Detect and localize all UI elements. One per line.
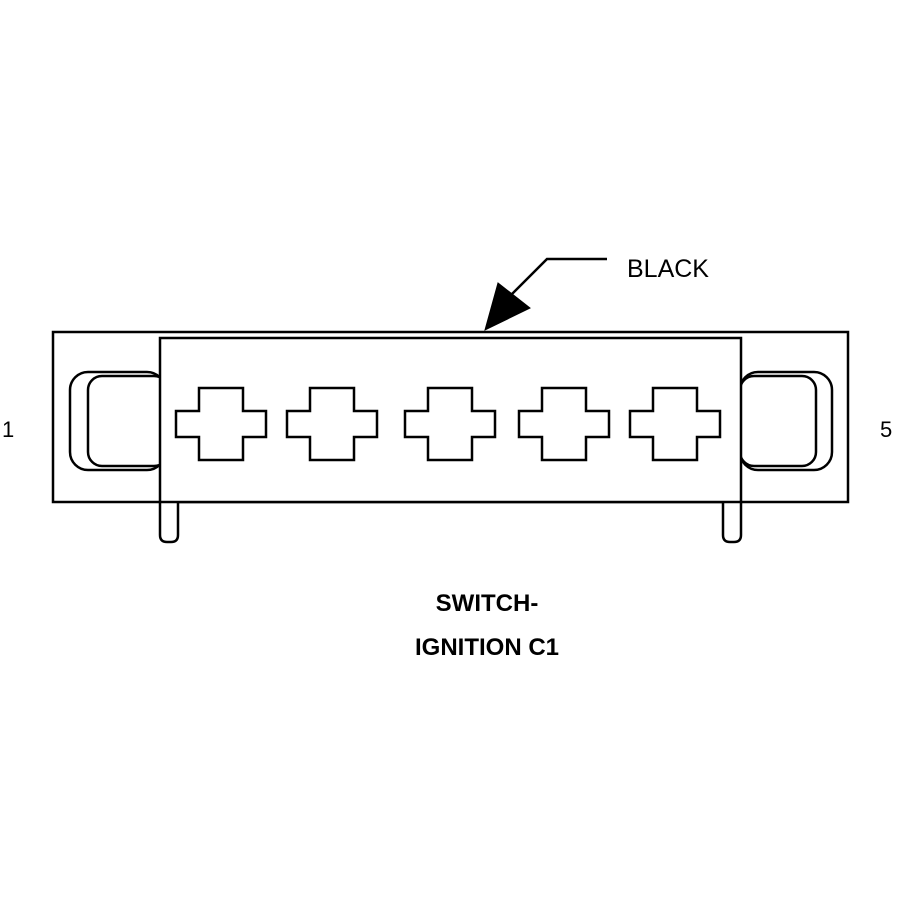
- color-pointer: [484, 257, 607, 331]
- terminal-cavity-1: [174, 386, 268, 462]
- terminal-cavity-2: [285, 386, 379, 462]
- pointer-arrowhead: [484, 282, 531, 331]
- terminal-cavity-4: [517, 386, 611, 462]
- right-latch: [738, 370, 834, 472]
- terminal-cavity-3: [403, 386, 497, 462]
- right-mounting-pin: [721, 502, 743, 544]
- connector-color-label: BLACK: [627, 255, 709, 283]
- pin-1-label: 1: [2, 417, 14, 442]
- terminal-cavity-5: [628, 386, 722, 462]
- connector-title-line-2: IGNITION C1: [415, 634, 559, 661]
- leader-line: [507, 257, 607, 299]
- left-latch: [68, 370, 170, 472]
- terminal-cavities: [174, 386, 722, 462]
- pin-5-label: 5: [880, 417, 892, 442]
- left-mounting-pin: [158, 502, 180, 544]
- connector-title-line-1: SWITCH-: [436, 590, 539, 617]
